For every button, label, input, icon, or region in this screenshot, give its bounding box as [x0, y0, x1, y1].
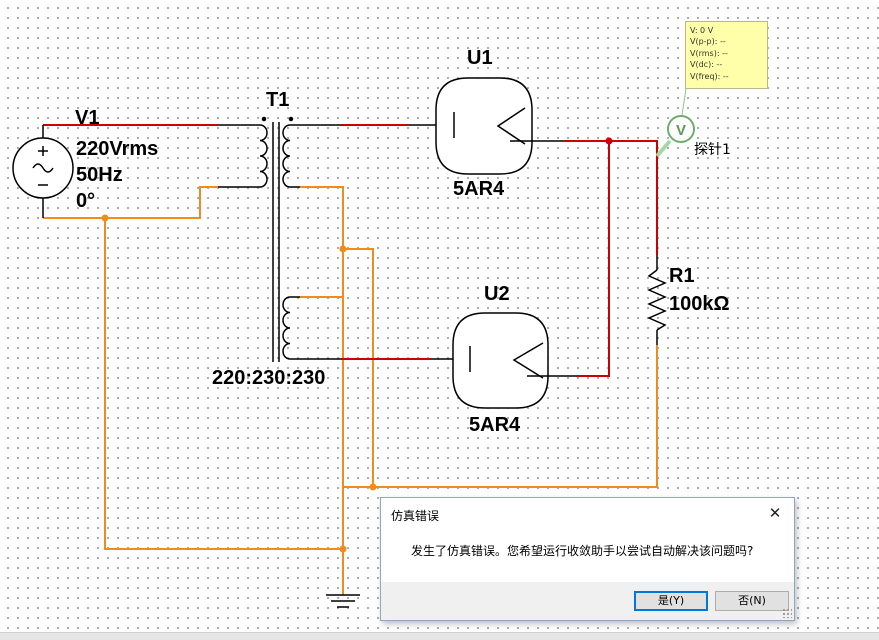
probe-reading: V(dc): --	[690, 60, 723, 70]
junction-dots	[101, 137, 613, 553]
component-leads	[42, 124, 658, 377]
probe-reading: V(freq): --	[690, 71, 729, 81]
source-frequency: 50Hz	[76, 164, 123, 186]
ac-voltage-source[interactable]	[12, 137, 74, 199]
source-name: V1	[75, 107, 99, 129]
rectifier-tube-u1[interactable]	[435, 77, 533, 175]
transformer-ratio: 220:230:230	[212, 367, 325, 389]
probe-reading: V(rms): --	[690, 48, 728, 58]
dialog-footer: 是(Y) 否(N)	[381, 582, 794, 620]
resize-grip-icon[interactable]	[782, 608, 792, 618]
probe-symbol: V	[676, 122, 686, 139]
source-voltage: 220Vrms	[76, 138, 158, 160]
tube2-model: 5AR4	[469, 414, 521, 436]
transformer-name: T1	[266, 89, 289, 111]
close-icon[interactable]: ✕	[768, 504, 782, 522]
simulation-error-dialog: 仿真错误 ✕ 发生了仿真错误。您希望运行收敛助手以尝试自动解决该问题吗? 是(Y…	[380, 497, 795, 621]
dialog-title: 仿真错误	[391, 509, 440, 523]
yes-button[interactable]: 是(Y)	[634, 591, 708, 611]
resistor[interactable]	[647, 269, 667, 331]
voltage-probe[interactable]: V	[655, 88, 695, 158]
tube2-name: U2	[484, 283, 510, 305]
probe-reading: V: 0 V	[690, 26, 714, 35]
tube1-model: 5AR4	[453, 178, 505, 200]
ground-symbol	[326, 594, 360, 608]
transformer[interactable]	[259, 116, 294, 363]
tube1-name: U1	[467, 47, 493, 69]
no-button[interactable]: 否(N)	[715, 591, 789, 611]
horizontal-scrollbar[interactable]	[0, 632, 879, 640]
dialog-message: 发生了仿真错误。您希望运行收敛助手以尝试自动解决该问题吗?	[411, 544, 754, 558]
resistor-name: R1	[669, 265, 695, 287]
resistor-value: 100kΩ	[669, 293, 730, 315]
probe-reading: V(p-p): --	[690, 37, 726, 47]
source-phase: 0°	[76, 190, 95, 212]
signal-wires[interactable]	[43, 124, 658, 377]
ground-wires[interactable]	[43, 186, 658, 595]
probe-readout: V: 0 V V(p-p): -- V(rms): -- V(dc): -- V…	[685, 21, 768, 89]
probe-label: 探针1	[694, 142, 731, 158]
rectifier-tube-u2[interactable]	[452, 312, 549, 409]
